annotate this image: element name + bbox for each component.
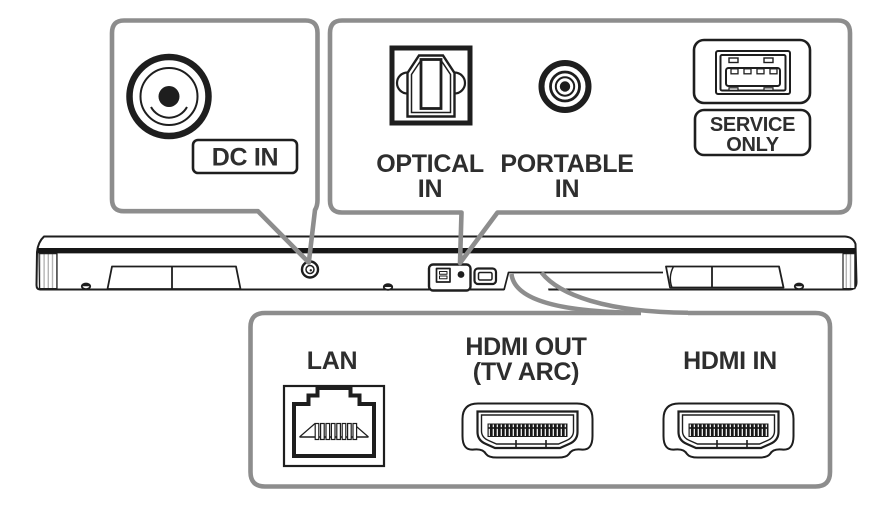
optical-in-label-line2: IN [418,175,442,203]
dc-callout: DC IN [109,18,320,265]
usb-slot-on-bar [473,267,498,286]
front-groove [503,271,663,291]
portable-port-icon [538,60,592,113]
mini-optical-port [435,267,451,283]
portable-in-label-line2: IN [555,175,579,203]
right-endcap-grille [842,253,856,290]
optical-in-label-line1: OPTICAL [376,150,484,178]
hdmi-out-label-line1: HDMI OUT [465,333,586,361]
rear-callout: OPTICAL IN PORTABLE IN SER [327,18,853,266]
usb-port-icon [692,38,812,105]
dc-in-label-text: DC IN [212,144,279,172]
bottom-callout-box [248,310,833,489]
dc-in-label: DC IN [191,138,299,175]
service-only-label-line1: SERVICE [710,114,795,136]
lan-label: LAN [307,347,357,375]
rear-ports-recess [427,263,472,292]
mount-slots [80,282,805,291]
callout-pointer-curves [509,271,689,316]
lan-port-icon [282,384,386,468]
hdmi-out-label-line2: (TV ARC) [473,358,579,386]
hdmi-in-icon [662,402,795,459]
soundbar-illustration [35,235,858,292]
mini-portable-jack [457,271,465,278]
left-endcap-grille [38,253,58,290]
bottom-callout: LAN HDMI OUT (TV ARC) [248,271,833,489]
portable-in-label-line1: PORTABLE [500,150,633,178]
left-recess-panel [106,265,242,290]
dc-jack-icon [126,53,212,140]
right-recess-panel [665,265,785,289]
optical-port-icon [389,45,473,126]
hdmi-in-label: HDMI IN [683,347,777,375]
service-only-label: SERVICE ONLY [693,108,812,157]
rear-callout-box [327,18,853,266]
hdmi-out-icon [461,402,594,459]
dc-callout-box [109,18,320,265]
service-only-label-line2: ONLY [726,134,779,156]
